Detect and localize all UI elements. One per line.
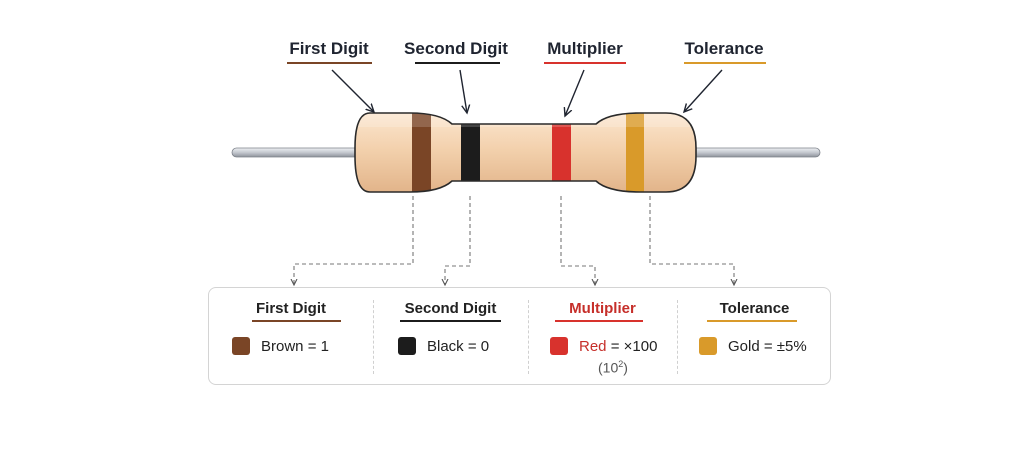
lead-left (231, 147, 363, 158)
legend-underline-multiplier (555, 320, 643, 322)
legend-col-second-digit: Second Digit Black = 0 (373, 288, 528, 384)
connector-second-digit (445, 196, 471, 285)
legend-entry-second-digit: Black = 0 (427, 338, 489, 355)
swatch-brown (232, 337, 250, 355)
lead-right (689, 147, 821, 158)
legend-col-multiplier: Multiplier Red = ×100 (102) (528, 288, 677, 384)
top-underline-second-digit (415, 62, 500, 64)
swatch-red (550, 337, 568, 355)
top-underline-tolerance (684, 62, 766, 64)
legend-color-red: Red (579, 337, 607, 355)
legend-color-brown: Brown (261, 337, 304, 355)
legend-underline-first-digit (252, 320, 341, 322)
legend-value-first: = 1 (307, 337, 329, 355)
connector-multiplier (560, 196, 595, 285)
top-label-first-digit: First Digit (289, 39, 369, 58)
top-label-tolerance: Tolerance (684, 39, 763, 58)
legend-note-multiplier: (102) (598, 359, 628, 376)
top-label-second-digit: Second Digit (404, 39, 508, 58)
band-brown (412, 113, 431, 192)
arrow-first-digit (331, 69, 374, 112)
legend-col-first-digit: First Digit Brown = 1 (209, 288, 373, 384)
legend-value-tolerance: = ±5% (763, 337, 807, 355)
arrow-multiplier (565, 69, 585, 116)
legend-color-black: Black (427, 337, 464, 355)
legend-title-multiplier: Multiplier (569, 300, 636, 317)
legend-title-second-digit: Second Digit (404, 300, 497, 317)
swatch-gold (699, 337, 717, 355)
legend-entry-multiplier: Red = ×100 (579, 338, 657, 355)
legend-value-multiplier: = ×100 (610, 337, 658, 355)
swatch-black (398, 337, 416, 355)
top-underline-multiplier (544, 62, 626, 64)
legend-divider-2 (528, 300, 529, 374)
legend-title-tolerance: Tolerance (719, 300, 790, 317)
legend-col-tolerance: Tolerance Gold = ±5% (677, 288, 832, 384)
legend-entry-first-digit: Brown = 1 (261, 338, 329, 355)
legend-underline-second-digit (400, 320, 501, 322)
band-gold (626, 113, 644, 192)
legend-divider-1 (373, 300, 374, 374)
band-red (552, 113, 571, 192)
arrow-tolerance (684, 69, 723, 112)
connector-first-digit (294, 196, 414, 285)
legend-underline-tolerance (707, 320, 797, 322)
legend-entry-tolerance: Gold = ±5% (728, 338, 807, 355)
top-label-multiplier: Multiplier (547, 39, 623, 58)
connector-tolerance (649, 196, 734, 285)
arrow-second-digit (459, 69, 467, 113)
legend-color-gold: Gold (728, 337, 760, 355)
top-underline-first-digit (287, 62, 372, 64)
legend-divider-3 (677, 300, 678, 374)
legend-box: First Digit Brown = 1 Second Digit Black… (208, 287, 831, 385)
resistor-body (354, 112, 697, 193)
legend-title-first-digit: First Digit (256, 300, 326, 317)
legend-value-second: = 0 (467, 337, 490, 355)
band-black (461, 113, 480, 192)
